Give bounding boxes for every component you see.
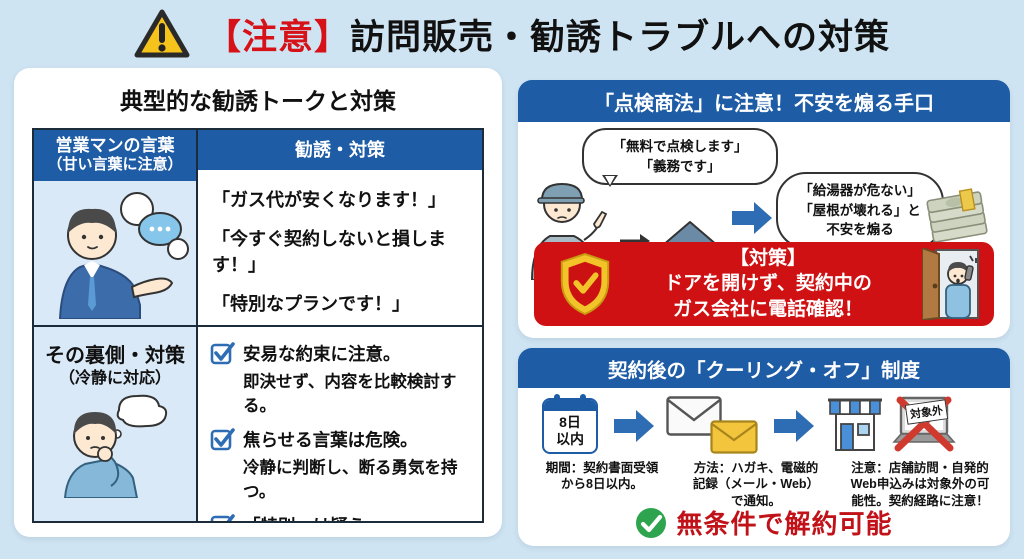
page-title: 【注意】訪問販売・勧誘トラブルへの対策 xyxy=(206,9,890,60)
flow-arrow-icon xyxy=(614,410,654,442)
talk-table: 営業マンの言葉 （甘い言葉に注意） xyxy=(32,128,484,523)
checkbox-icon xyxy=(210,342,235,365)
behind-label: その裏側・対策 （冷静に対応） xyxy=(34,343,196,390)
envelope-yellow-icon xyxy=(710,420,758,454)
page-header: 【注意】訪問販売・勧誘トラブルへの対策 xyxy=(0,6,1024,62)
bottom-note: 無条件で解約可能 xyxy=(518,504,1010,541)
page-title-text: 訪問販売・勧誘トラブルへの対策 xyxy=(350,17,891,57)
warning-triangle-icon xyxy=(134,9,190,58)
fear-thought-bubble: 「給湯器が危ない」 「屋根が壊れる」と 不安を煽る xyxy=(776,172,944,249)
table-cell-quotes: 勧誘・対策 「ガス代が安くなります！」 「今すぐ契約しないと損します！」 「特別… xyxy=(198,130,482,327)
page-title-warning: 【注意】 xyxy=(205,17,350,57)
cooling-off-content: 8日 以内 xyxy=(518,388,1010,546)
quote-1: 「ガス代が安くなります！」 xyxy=(212,190,446,210)
checklist-title: 「特別」は疑う。 xyxy=(243,513,382,521)
table-cell-behind: その裏側・対策 （冷静に対応） xyxy=(34,327,198,521)
checklist-detail: 即決せず、内容を比較検討する。 xyxy=(243,373,457,415)
table-cell-checklist: 安易な約束に注意。 即決せず、内容を比較検討する。 焦らせる言葉は危険。 xyxy=(198,327,482,521)
step-caption-note: 注意：店舗訪問・自発的 Web申込みは対象外の可 能性。契約経路に注意！ xyxy=(850,461,990,508)
inspection-panel-title: 「点検商法」に注意！不安を煽る手口 xyxy=(518,80,1010,122)
inspection-scam-panel: 「点検商法」に注意！不安を煽る手口 「無料で点検します」 「義務です」 xyxy=(518,80,1010,338)
salesman-illustration-area xyxy=(34,181,196,325)
worker-speech-bubble: 「無料で点検します」 「義務です」 xyxy=(582,128,778,188)
thinking-person-illustration xyxy=(63,394,168,499)
table-cell-salesman: 営業マンの言葉 （甘い言葉に注意） xyxy=(34,130,198,327)
behind-label-line2: （冷静に対応） xyxy=(58,370,171,387)
talk-countermeasure-panel: 典型的な勧誘トークと対策 営業マンの言葉 （甘い言葉に注意） xyxy=(14,68,502,537)
checklist-item: 安易な約束に注意。 即決せず、内容を比較検討する。 xyxy=(210,341,474,416)
step-caption-method: 方法：ハガキ、電磁的 記録（メール・Web） で通知。 xyxy=(692,461,820,508)
column-header-salesman-words: 営業マンの言葉 （甘い言葉に注意） xyxy=(34,130,196,181)
flow-arrow-icon xyxy=(774,410,814,442)
checkbox-icon xyxy=(210,514,235,521)
quote-2: 「今すぐ契約しないと損します！」 xyxy=(212,229,446,275)
countermeasure-checklist: 安易な約束に注意。 即決せず、内容を比較検討する。 焦らせる言葉は危険。 xyxy=(198,327,482,521)
calendar-8days-icon: 8日 以内 xyxy=(542,394,598,454)
calendar-label: 8日 以内 xyxy=(556,414,584,447)
countermeasure-body: ドアを開けず、契約中の ガス会社に電話確認！ xyxy=(664,273,872,320)
store-icon xyxy=(828,398,882,451)
cooling-off-panel: 契約後の「クーリング・オフ」制度 8日 以内 xyxy=(518,348,1010,546)
checklist-item: 「特別」は疑う。 他社と比較し、本当に得か確認。 xyxy=(210,513,474,521)
door-phone-person-illustration xyxy=(922,248,979,320)
salesman-illustration xyxy=(58,192,189,319)
header-line2: （甘い言葉に注意） xyxy=(47,156,183,174)
countermeasure-label: 【対策】 xyxy=(729,248,806,270)
checkbox-icon xyxy=(210,428,235,451)
checklist-item: 焦らせる言葉は危険。 冷静に判断し、断る勇気を持つ。 xyxy=(210,427,474,502)
left-panel-title: 典型的な勧誘トークと対策 xyxy=(120,88,396,114)
checklist-detail: 冷静に判断し、断る勇気を持つ。 xyxy=(243,459,458,501)
money-stack-icon xyxy=(926,188,988,243)
envelope-white-icon xyxy=(666,396,722,436)
countermeasure-banner: 【対策】 ドアを開けず、契約中の ガス会社に電話確認！ xyxy=(534,242,994,326)
quote-3: 「特別なプランです！」 xyxy=(212,294,410,314)
shield-check-icon xyxy=(560,253,610,316)
step-caption-period: 期間：契約書面受領 から8日以内。 xyxy=(545,461,659,492)
header-line1: 営業マンの言葉 xyxy=(55,136,175,155)
green-check-icon xyxy=(636,507,667,538)
checklist-title: 焦らせる言葉は危険。 xyxy=(243,430,418,450)
cooling-off-title: 契約後の「クーリング・オフ」制度 xyxy=(518,348,1010,388)
checklist-title: 安易な約束に注意。 xyxy=(243,344,401,364)
column-header-countermeasure: 勧誘・対策 xyxy=(198,130,482,170)
bottom-note-text: 無条件で解約可能 xyxy=(676,509,893,539)
countermeasure-text: 【対策】 ドアを開けず、契約中の ガス会社に電話確認！ xyxy=(614,246,922,321)
behind-label-line1: その裏側・対策 xyxy=(45,345,185,367)
flow-arrow-icon xyxy=(732,202,772,234)
sales-quotes: 「ガス代が安くなります！」 「今すぐ契約しないと損します！」 「特別なプランです… xyxy=(198,170,482,325)
